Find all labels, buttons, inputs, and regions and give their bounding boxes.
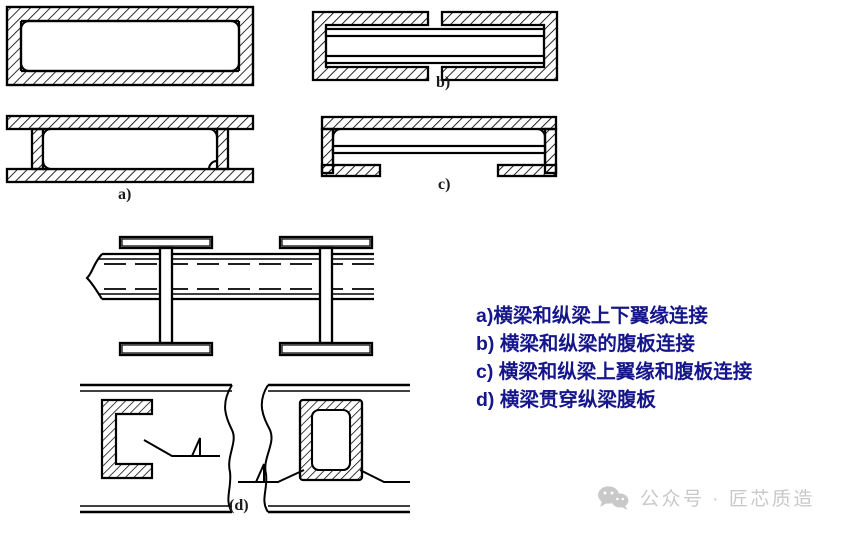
figure-channel-pair-b xyxy=(310,6,560,86)
legend-line-c: c) 横梁和纵梁上翼缘和腹板连接 xyxy=(476,361,753,383)
figure-detail-c-shape xyxy=(80,378,240,520)
legend: a)横梁和纵梁上下翼缘连接 b) 横梁和纵梁的腹板连接 c) 横梁和纵梁上翼缘和… xyxy=(476,302,856,414)
watermark-text: 公众号 · 匠芯质造 xyxy=(640,489,815,510)
figure-detail-box-shape xyxy=(238,378,410,520)
figure-label-b: b) xyxy=(436,74,451,91)
detail-c-shape-drawing xyxy=(80,383,235,514)
legend-line-d: d) 横梁贯穿纵梁腹板 xyxy=(476,389,656,411)
figure-i-section-a xyxy=(4,113,256,185)
legend-line-b: b) 横梁和纵梁的腹板连接 xyxy=(476,333,695,355)
figure-assembly-elevation xyxy=(84,232,374,360)
open-u-drawing xyxy=(320,115,558,178)
wechat-icon-glyph xyxy=(598,485,629,510)
wechat-icon xyxy=(597,485,629,511)
detail-box-shape-drawing xyxy=(238,383,410,514)
figure-label-c: c) xyxy=(438,176,451,193)
i-section-drawing xyxy=(5,114,255,184)
figure-box-section xyxy=(4,4,256,90)
assembly-elevation-drawing xyxy=(85,235,374,357)
legend-line-a: a)横梁和纵梁上下翼缘连接 xyxy=(476,305,708,327)
box-section-drawing xyxy=(5,5,255,87)
channel-pair-drawing xyxy=(311,10,559,82)
figure-open-u-c xyxy=(318,113,560,185)
figure-label-a: a) xyxy=(118,186,132,203)
watermark: 公众号 · 匠芯质造 xyxy=(597,484,815,511)
figure-label-d: (d) xyxy=(229,497,249,514)
